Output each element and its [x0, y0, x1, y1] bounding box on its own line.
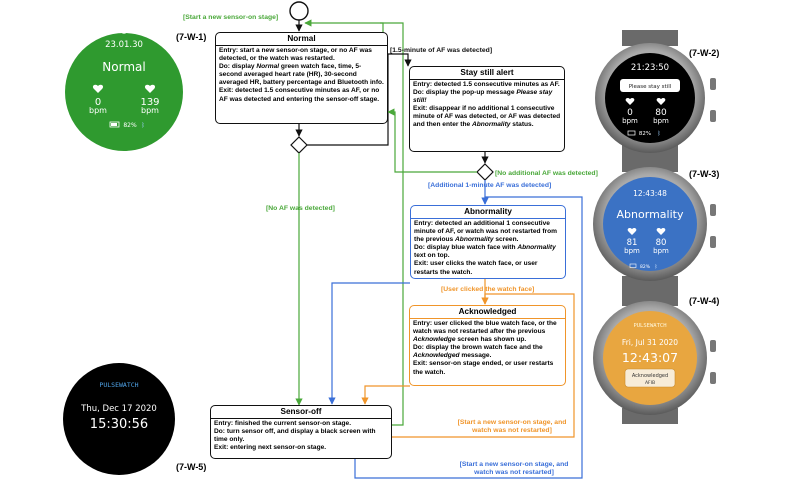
bluetooth-icon: ᛒ: [654, 264, 657, 270]
bluetooth-icon: ᛒ: [141, 122, 145, 129]
state-abnormality-do: Do: display blue watch face with Abnorma…: [414, 244, 556, 260]
tag-w5: (7-W-5): [176, 462, 207, 472]
label-start-new-sensor-stage: [Start a new sensor-on stage]: [183, 14, 279, 21]
w5-time: 15:30:56: [90, 417, 148, 432]
label-blue-loop: [Start a new sensor-on stage, and watch …: [459, 461, 569, 477]
arrow-af-detected: [307, 53, 412, 146]
arrow-no-additional-af: [387, 108, 477, 173]
w3-unit1: bpm: [624, 247, 640, 255]
state-acknowledged: Acknowledged Entry: user clicked the blu…: [409, 305, 566, 386]
w1-battery: 82%: [123, 122, 137, 129]
w1-title: Normal: [102, 60, 145, 74]
w1-unit1: bpm: [89, 106, 107, 115]
w4-brand: PULSEWATCH: [633, 323, 666, 329]
w2-hr1: 0: [627, 108, 633, 118]
battery-icon: [627, 130, 636, 136]
w2-unit2: bpm: [653, 117, 669, 125]
tag-w1: (7-W-1): [176, 32, 207, 42]
decision-node-2: [476, 163, 494, 181]
w1-hr2: 139: [140, 97, 159, 108]
state-abnormality: Abnormality Entry: detected an additiona…: [410, 205, 566, 279]
ack-message: [624, 368, 676, 388]
watch-normal: 23.01.30 Normal 0 139 bpm bpm 82% ᛒ: [65, 26, 183, 151]
w3-hr2: 80: [656, 238, 667, 248]
w2-battery: 82%: [639, 131, 651, 137]
arrow-orange-loop: [392, 293, 575, 438]
heart-icon: [625, 97, 635, 105]
w5-date: Thu, Dec 17 2020: [80, 404, 157, 414]
label-orange-loop: [Start a new sensor-on stage, and watch …: [457, 419, 567, 435]
w1-unit2: bpm: [141, 106, 159, 115]
state-normal-title: Normal: [216, 33, 387, 46]
arrow-abnormality-to-sensor-off: [328, 282, 410, 405]
w4-time: 12:43:07: [622, 350, 678, 365]
watch-abnormality: 12:43:48 Abnormality 81 80 bpm bpm 82% ᛒ: [593, 156, 716, 292]
state-normal: Normal Entry: start a new sensor-on stag…: [215, 32, 388, 124]
arrow-acknowledged-to-sensor-off: [361, 385, 410, 405]
bluetooth-icon: ᛒ: [657, 130, 660, 137]
state-abnormality-entry: Entry: detected an additional 1 consecut…: [414, 220, 558, 244]
label-af-1-5: [1.5-minute of AF was detected]: [390, 47, 493, 54]
w4-ack1: Acknowledged: [632, 373, 668, 379]
state-acknowledged-title: Acknowledged: [410, 306, 565, 319]
state-normal-do: Do: display Normal green watch face, tim…: [219, 63, 384, 87]
watch-sensor-off: PULSEWATCH Thu, Dec 17 2020 15:30:56: [63, 363, 175, 475]
state-acknowledged-entry: Entry: user clicked the blue watch face,…: [413, 320, 557, 344]
watch-stay-still: 21:23:50 Please stay still 0 80 bpm bpm …: [595, 30, 716, 156]
heart-icon: [627, 227, 637, 235]
state-sensor-off: Sensor-off Entry: finished the current s…: [210, 405, 392, 459]
state-still-title: Stay still alert: [410, 67, 564, 80]
state-acknowledged-exit: Exit: sensor-on stage ended, or user res…: [413, 360, 554, 376]
w3-battery: 82%: [640, 264, 651, 270]
w3-time: 12:43:48: [633, 189, 667, 198]
w5-brand: PULSEWATCH: [99, 381, 138, 389]
w4-date: Fri, Jul 31 2020: [622, 338, 678, 347]
state-abnormality-title: Abnormality: [411, 206, 565, 219]
w1-hr1: 0: [95, 97, 101, 108]
battery-icon: [629, 263, 637, 268]
start-node: [289, 1, 309, 21]
label-user-clicked: [User clicked the watch face]: [441, 286, 535, 293]
label-no-af: [No AF was detected]: [266, 205, 335, 212]
state-acknowledged-do: Do: display the brown watch face and the…: [413, 344, 543, 360]
state-sensor-off-do: Do: turn sensor off, and display a black…: [214, 428, 376, 444]
heart-icon: [92, 84, 104, 93]
state-sensor-off-title: Sensor-off: [211, 406, 391, 419]
watch-crown-icon: [120, 26, 128, 34]
w4-ack2: AFIB: [645, 380, 655, 386]
decision-node-1: [290, 136, 308, 154]
arrow-blue-loop: [354, 196, 583, 479]
heart-icon: [656, 227, 666, 235]
w2-hr2: 80: [655, 108, 667, 118]
state-stay-still-alert: Stay still alert Entry: detected 1.5 con…: [409, 66, 565, 152]
state-normal-exit: Exit: detected 1.5 consecutive minutes a…: [219, 87, 380, 103]
state-sensor-off-entry: Entry: finished the current sensor-on st…: [214, 420, 352, 427]
state-still-exit: Exit: disappear if no additional 1 conse…: [413, 105, 561, 129]
w1-date: 23.01.30: [105, 40, 143, 50]
label-additional-1min: [Additional 1-minute AF was detected]: [428, 182, 552, 189]
watch-acknowledged: PULSEWATCH Fri, Jul 31 2020 12:43:07 Ack…: [593, 292, 716, 424]
w2-popup: Please stay still: [629, 84, 672, 90]
w2-time: 21:23:50: [631, 63, 669, 73]
tag-w3: (7-W-3): [689, 169, 720, 179]
w2-unit1: bpm: [622, 117, 638, 125]
state-abnormality-exit: Exit: user clicks the watch face, or use…: [414, 260, 538, 276]
arrow-sensor-off-to-normal: [304, 19, 404, 426]
state-normal-entry: Entry: start a new sensor-on stage, or n…: [219, 47, 372, 63]
w3-title: Abnormality: [617, 208, 684, 221]
heart-icon: [656, 97, 666, 105]
state-still-entry: Entry: detected 1.5 consecutive minutes …: [413, 81, 560, 88]
heart-icon: [144, 84, 156, 93]
label-no-additional-af: [No additional AF was detected]: [495, 170, 598, 177]
state-still-do: Do: display the pop-up message Please st…: [413, 89, 553, 105]
tag-w4: (7-W-4): [689, 296, 720, 306]
battery-icon: [109, 121, 120, 128]
state-sensor-off-exit: Exit: entering next sensor-on stage.: [214, 444, 327, 452]
tag-w2: (7-W-2): [689, 48, 720, 58]
w3-unit2: bpm: [653, 247, 669, 255]
w3-hr1: 81: [627, 238, 638, 248]
